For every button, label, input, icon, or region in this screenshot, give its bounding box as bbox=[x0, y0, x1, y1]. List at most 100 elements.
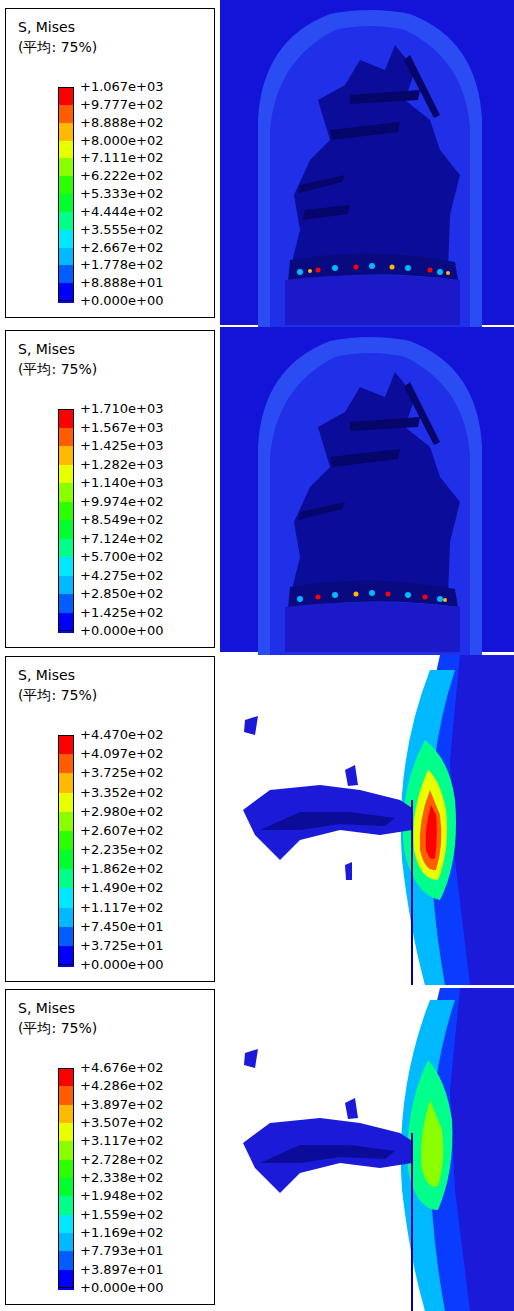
legend-swatch bbox=[58, 105, 74, 123]
legend-swatch bbox=[58, 735, 74, 755]
legend-swatch bbox=[58, 230, 74, 248]
legend-value: +9.777e+02 bbox=[80, 97, 164, 113]
legend-value: +8.549e+02 bbox=[80, 512, 164, 528]
legend-title: S, Mises bbox=[18, 19, 75, 35]
legend-swatch bbox=[58, 283, 74, 301]
legend-value: +1.710e+03 bbox=[80, 401, 164, 417]
legend-value: +4.444e+02 bbox=[80, 204, 164, 220]
legend-value: +1.567e+03 bbox=[80, 420, 164, 436]
legend-swatch bbox=[58, 946, 74, 966]
legend-value: +1.282e+03 bbox=[80, 457, 164, 473]
legend-title: S, Mises bbox=[18, 341, 75, 357]
legend-value: +2.728e+02 bbox=[80, 1152, 164, 1168]
legend-value: +3.725e+02 bbox=[80, 765, 164, 781]
legend-swatch bbox=[58, 869, 74, 889]
legend-value: +4.097e+02 bbox=[80, 746, 164, 762]
contour-plot-2 bbox=[220, 327, 514, 655]
legend-swatch bbox=[58, 1141, 74, 1160]
legend-swatch bbox=[58, 1288, 74, 1290]
legend-value: +1.559e+02 bbox=[80, 1207, 164, 1223]
legend-subtitle: (平均: 75%) bbox=[18, 361, 97, 379]
legend-swatch bbox=[58, 301, 74, 303]
legend-value: +0.000e+00 bbox=[80, 623, 164, 639]
legend-value: +2.607e+02 bbox=[80, 823, 164, 839]
legend-swatch bbox=[58, 428, 74, 447]
legend-box: S, Mises(平均: 75%)+4.676e+02+4.286e+02+3.… bbox=[5, 989, 215, 1305]
legend-value: +1.490e+02 bbox=[80, 880, 164, 896]
legend-value: +4.286e+02 bbox=[80, 1078, 164, 1094]
contour-plot-4 bbox=[220, 988, 514, 1311]
legend-swatch bbox=[58, 850, 74, 870]
legend-swatch bbox=[58, 141, 74, 159]
legend-value: +7.793e+01 bbox=[80, 1243, 164, 1259]
legend-value: +5.700e+02 bbox=[80, 549, 164, 565]
legend-value: +0.000e+00 bbox=[80, 957, 164, 973]
legend-swatch bbox=[58, 539, 74, 558]
legend-value: +3.897e+02 bbox=[80, 1097, 164, 1113]
legend-swatch bbox=[58, 613, 74, 632]
legend-value: +7.450e+01 bbox=[80, 919, 164, 935]
legend-swatch bbox=[58, 1215, 74, 1234]
legend-value: +1.778e+02 bbox=[80, 257, 164, 273]
legend-swatch bbox=[58, 158, 74, 176]
legend-swatch bbox=[58, 465, 74, 484]
legend-swatch bbox=[58, 123, 74, 141]
legend-value: +3.507e+02 bbox=[80, 1115, 164, 1131]
legend-swatch bbox=[58, 927, 74, 947]
legend-swatch bbox=[58, 831, 74, 851]
legend-swatch bbox=[58, 265, 74, 283]
legend-swatch bbox=[58, 1086, 74, 1105]
legend-swatch bbox=[58, 1178, 74, 1197]
legend-swatch bbox=[58, 1251, 74, 1270]
legend-value: +1.067e+03 bbox=[80, 79, 164, 95]
legend-box: S, Mises(平均: 75%)+1.067e+03+9.777e+02+8.… bbox=[5, 8, 215, 318]
legend-swatch bbox=[58, 908, 74, 928]
legend-value: +9.974e+02 bbox=[80, 494, 164, 510]
legend-swatch bbox=[58, 176, 74, 194]
legend-swatch bbox=[58, 965, 74, 967]
legend-value: +8.888e+02 bbox=[80, 115, 164, 131]
legend-value: +4.275e+02 bbox=[80, 568, 164, 584]
legend-value: +7.111e+02 bbox=[80, 150, 164, 166]
legend-value: +5.333e+02 bbox=[80, 186, 164, 202]
legend-value: +1.140e+03 bbox=[80, 475, 164, 491]
legend-value: +1.169e+02 bbox=[80, 1225, 164, 1241]
legend-swatch bbox=[58, 594, 74, 613]
legend-subtitle: (平均: 75%) bbox=[18, 687, 97, 705]
legend-value: +2.338e+02 bbox=[80, 1170, 164, 1186]
legend-swatch bbox=[58, 812, 74, 832]
legend-value: +3.555e+02 bbox=[80, 222, 164, 238]
legend-swatch bbox=[58, 446, 74, 465]
legend-value: +1.117e+02 bbox=[80, 900, 164, 916]
legend-swatch bbox=[58, 483, 74, 502]
legend-value: +3.352e+02 bbox=[80, 785, 164, 801]
legend-swatch bbox=[58, 557, 74, 576]
legend-value: +6.222e+02 bbox=[80, 168, 164, 184]
legend-swatch bbox=[58, 1233, 74, 1252]
legend-swatch bbox=[58, 520, 74, 539]
legend-swatch bbox=[58, 773, 74, 793]
legend-box: S, Mises (平均: 75%) +1.710e+03 +1.567e+03 +1.… bbox=[5, 330, 215, 648]
legend-value: +4.676e+02 bbox=[80, 1060, 164, 1076]
legend-value: +8.888e+01 bbox=[80, 275, 164, 291]
legend-value: +1.425e+03 bbox=[80, 438, 164, 454]
legend-swatch bbox=[58, 576, 74, 595]
legend-value: +3.725e+01 bbox=[80, 938, 164, 954]
legend-swatch bbox=[58, 1270, 74, 1289]
legend-swatch bbox=[58, 1068, 74, 1087]
legend-swatch bbox=[58, 409, 74, 428]
legend-swatch bbox=[58, 87, 74, 105]
legend-value: +0.000e+00 bbox=[80, 293, 164, 309]
legend-value: +7.124e+02 bbox=[80, 531, 164, 547]
legend-value: +2.667e+02 bbox=[80, 240, 164, 256]
legend-box: S, Mises(平均: 75%)+4.470e+02+4.097e+02+3.… bbox=[5, 656, 215, 982]
legend-value: +2.980e+02 bbox=[80, 804, 164, 820]
legend-bar-outline bbox=[58, 409, 74, 631]
legend-value: +8.000e+02 bbox=[80, 133, 164, 149]
legend-value: +0.000e+00 bbox=[80, 1280, 164, 1296]
legend-swatch bbox=[58, 212, 74, 230]
contour-plot-1 bbox=[220, 0, 514, 330]
legend-swatch bbox=[58, 1196, 74, 1215]
legend-value: +2.850e+02 bbox=[80, 586, 164, 602]
legend-value: +3.117e+02 bbox=[80, 1133, 164, 1149]
